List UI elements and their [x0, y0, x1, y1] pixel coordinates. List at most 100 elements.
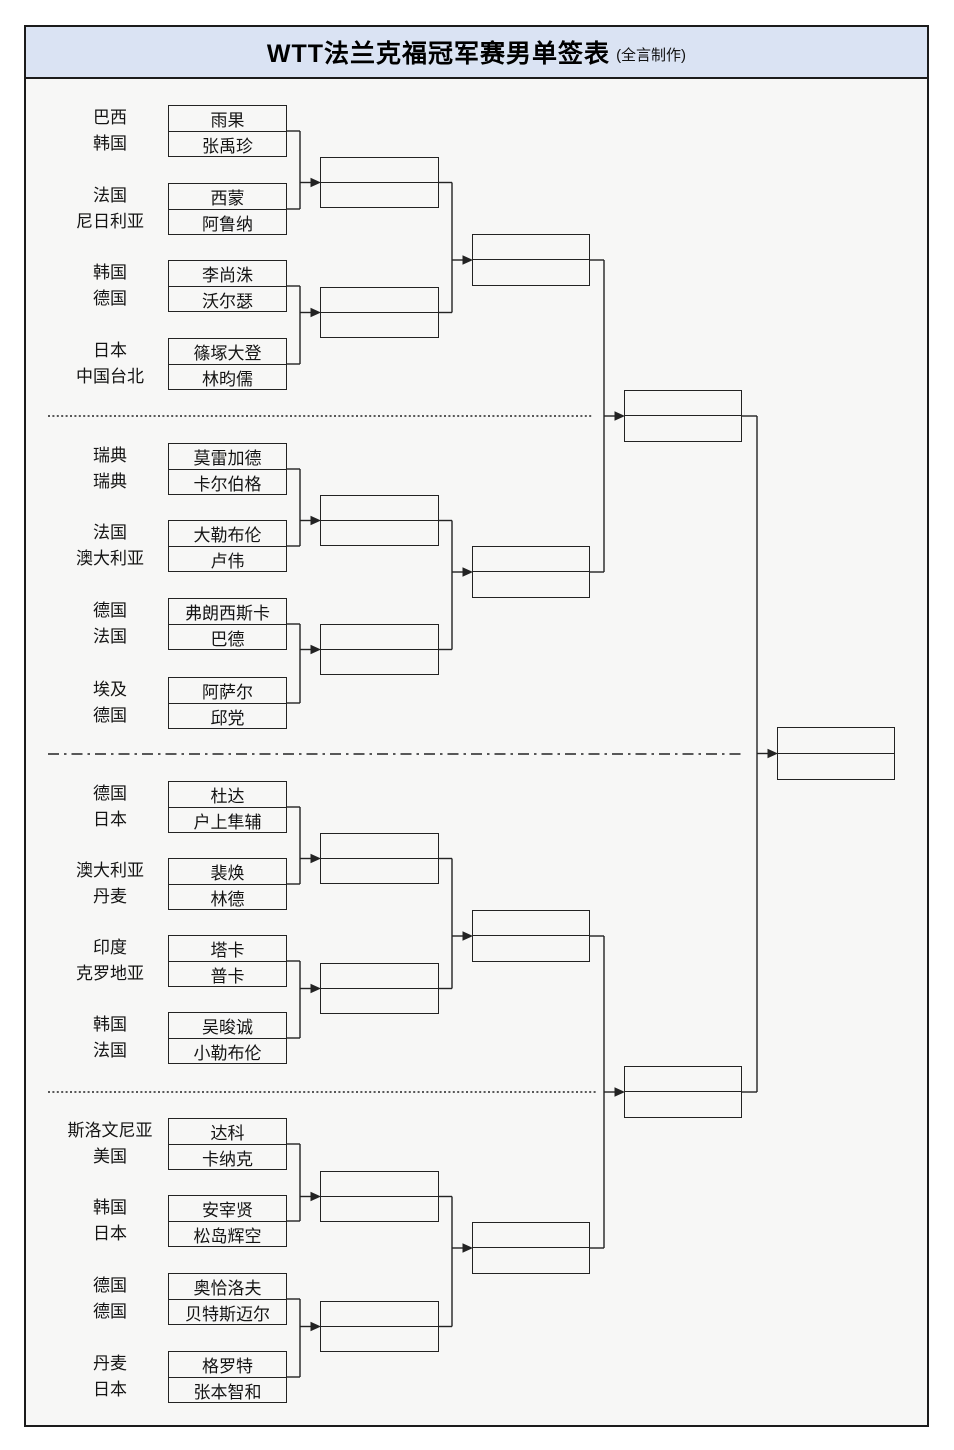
- quarterfinal-box: [472, 910, 590, 962]
- player-name: 篠塚大登: [169, 339, 286, 365]
- country-label: 法国: [93, 186, 127, 205]
- first-round-match-box: 雨果张禹珍: [168, 105, 287, 157]
- player-name: 松岛辉空: [193, 1227, 262, 1246]
- first-round-match-box: 大勒布伦卢伟: [168, 520, 287, 572]
- player-name: 杜达: [169, 782, 286, 808]
- first-round-match-box: 阿萨尔邱党: [168, 677, 287, 729]
- round-of-16-box: [320, 287, 439, 338]
- player-name: 莫雷加德: [169, 444, 286, 470]
- player-name: 邱党: [210, 709, 245, 728]
- country-label: 韩国: [93, 1198, 127, 1217]
- player-name: 吴晙诚: [169, 1013, 286, 1039]
- first-round-match-box: 安宰贤松岛辉空: [168, 1195, 287, 1247]
- first-round-match-box: 塔卡普卡: [168, 935, 287, 987]
- first-round-match-box: 格罗特张本智和: [168, 1351, 287, 1403]
- quarterfinal-box: [472, 1222, 590, 1274]
- player-name: 裴焕: [169, 859, 286, 885]
- player-name: 户上隼辅: [193, 813, 262, 832]
- title-bar: WTT法兰克福冠军赛男单签表 (全言制作): [26, 27, 927, 79]
- player-name: 弗朗西斯卡: [169, 599, 286, 625]
- country-label: 日本: [93, 341, 127, 360]
- quarterfinal-box: [472, 234, 590, 286]
- country-label: 澳大利亚: [76, 861, 144, 880]
- round-of-16-box: [320, 495, 439, 546]
- page-frame: WTT法兰克福冠军赛男单签表 (全言制作): [24, 25, 929, 1427]
- country-label: 澳大利亚: [76, 549, 144, 568]
- first-round-match-box: 达科卡纳克: [168, 1118, 287, 1170]
- round-of-16-box: [320, 624, 439, 675]
- country-label: 德国: [93, 1276, 127, 1295]
- first-round-match-box: 西蒙阿鲁纳: [168, 183, 287, 235]
- country-label: 瑞典: [93, 446, 127, 465]
- country-label: 中国台北: [76, 367, 144, 386]
- player-name: 卡纳克: [202, 1150, 253, 1169]
- quarterfinal-box: [472, 546, 590, 598]
- country-label: 瑞典: [93, 472, 127, 491]
- player-name: 普卡: [210, 967, 245, 986]
- player-name: 李尚洙: [169, 261, 286, 287]
- country-label: 韩国: [93, 1015, 127, 1034]
- first-round-match-box: 杜达户上隼辅: [168, 781, 287, 833]
- first-round-match-box: 莫雷加德卡尔伯格: [168, 443, 287, 495]
- final-box: [777, 727, 895, 780]
- country-label: 法国: [93, 523, 127, 542]
- country-label: 日本: [93, 810, 127, 829]
- player-name: 奥恰洛夫: [169, 1274, 286, 1300]
- title-credit: (全言制作): [616, 46, 687, 64]
- country-label: 埃及: [93, 680, 127, 699]
- player-name: 阿萨尔: [169, 678, 286, 704]
- player-name: 安宰贤: [169, 1196, 286, 1222]
- player-name: 格罗特: [169, 1352, 286, 1378]
- player-name: 塔卡: [169, 936, 286, 962]
- country-label: 德国: [93, 706, 127, 725]
- country-label: 美国: [93, 1147, 127, 1166]
- player-name: 张禹珍: [202, 137, 253, 156]
- country-label: 德国: [93, 1302, 127, 1321]
- country-label: 尼日利亚: [76, 212, 144, 231]
- country-label: 法国: [93, 627, 127, 646]
- country-label: 德国: [93, 784, 127, 803]
- player-name: 雨果: [169, 106, 286, 132]
- player-name: 贝特斯迈尔: [185, 1305, 270, 1324]
- player-name: 达科: [169, 1119, 286, 1145]
- country-label: 丹麦: [93, 887, 127, 906]
- country-label: 斯洛文尼亚: [67, 1121, 153, 1140]
- player-name: 西蒙: [169, 184, 286, 210]
- player-name: 林昀儒: [202, 370, 253, 389]
- round-of-16-box: [320, 157, 439, 208]
- country-label: 日本: [93, 1380, 127, 1399]
- first-round-match-box: 篠塚大登林昀儒: [168, 338, 287, 390]
- country-label: 韩国: [93, 263, 127, 282]
- country-label: 法国: [93, 1041, 127, 1060]
- country-label: 巴西: [93, 108, 127, 127]
- country-label: 德国: [93, 601, 127, 620]
- player-name: 大勒布伦: [169, 521, 286, 547]
- first-round-match-box: 李尚洙沃尔瑟: [168, 260, 287, 312]
- country-label: 日本: [93, 1224, 127, 1243]
- country-label: 丹麦: [93, 1354, 127, 1373]
- country-label: 克罗地亚: [76, 964, 144, 983]
- player-name: 林德: [210, 890, 245, 909]
- player-name: 卡尔伯格: [193, 475, 262, 494]
- country-label: 印度: [93, 938, 127, 957]
- first-round-match-box: 吴晙诚小勒布伦: [168, 1012, 287, 1064]
- first-round-match-box: 裴焕林德: [168, 858, 287, 910]
- player-name: 巴德: [210, 630, 245, 649]
- semifinal-box: [624, 1066, 742, 1118]
- player-name: 沃尔瑟: [202, 292, 253, 311]
- round-of-16-box: [320, 1301, 439, 1352]
- player-name: 张本智和: [193, 1383, 262, 1402]
- player-name: 阿鲁纳: [202, 215, 253, 234]
- country-label: 德国: [93, 289, 127, 308]
- semifinal-box: [624, 390, 742, 442]
- country-label: 韩国: [93, 134, 127, 153]
- round-of-16-box: [320, 963, 439, 1014]
- page-title: WTT法兰克福冠军赛男单签表: [266, 40, 611, 68]
- player-name: 小勒布伦: [193, 1044, 262, 1063]
- player-name: 卢伟: [210, 552, 245, 571]
- round-of-16-box: [320, 1171, 439, 1222]
- first-round-match-box: 奥恰洛夫贝特斯迈尔: [168, 1273, 287, 1325]
- first-round-match-box: 弗朗西斯卡巴德: [168, 598, 287, 650]
